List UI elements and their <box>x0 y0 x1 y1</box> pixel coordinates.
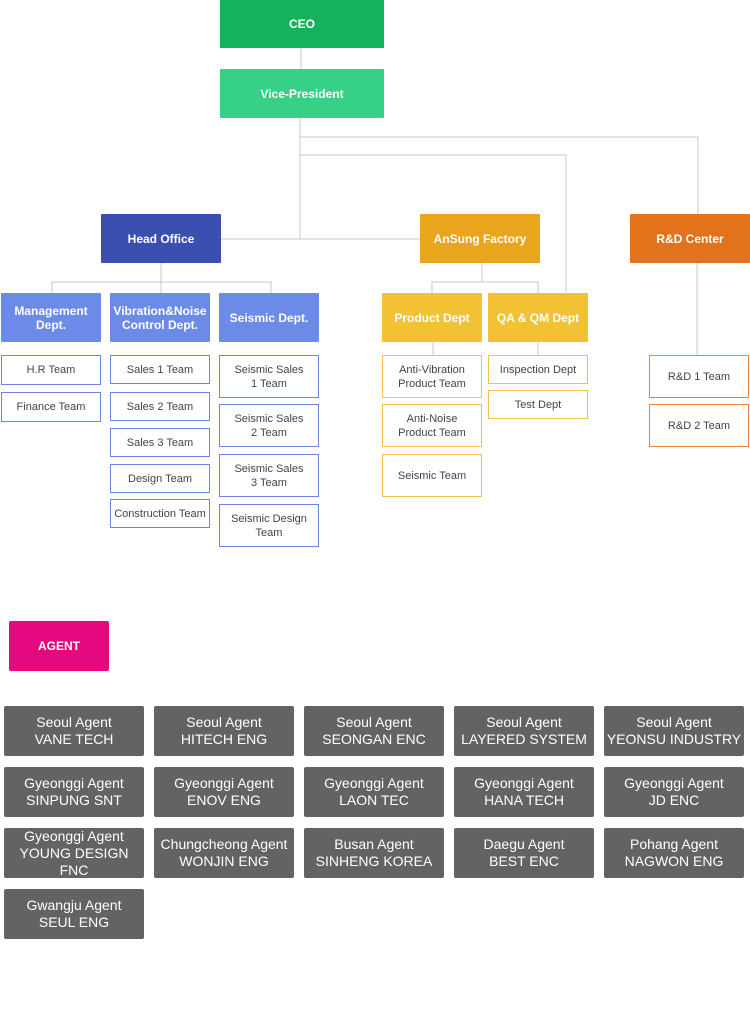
team-inspection: Inspection Dept <box>488 355 588 384</box>
team-seismic-design: Seismic Design Team <box>219 504 319 547</box>
agent-company: HANA TECH <box>484 792 564 808</box>
team-anti-vibration: Anti-Vibration Product Team <box>382 355 482 398</box>
ceo-box: CEO <box>220 0 384 48</box>
agent-company: VANE TECH <box>34 731 114 747</box>
agent-region: Gyeonggi Agent <box>24 775 124 791</box>
agent-company: NAGWON ENG <box>624 853 724 869</box>
agent-company: SINPUNG SNT <box>26 792 122 808</box>
agent-region: Seoul Agent <box>336 714 412 730</box>
seismic-dept-box: Seismic Dept. <box>219 293 319 342</box>
agent-region: Daegu Agent <box>483 836 565 852</box>
team-construction: Construction Team <box>110 499 210 528</box>
agent-company: SEUL ENG <box>38 914 110 930</box>
agent-company: HITECH ENG <box>180 731 268 747</box>
agent-region: Gyeonggi Agent <box>624 775 724 791</box>
agent-company: JD ENC <box>648 792 700 808</box>
vice-president-box: Vice-President <box>220 69 384 118</box>
agent-company: SINHENG KOREA <box>315 853 433 869</box>
agent-region: Chungcheong Agent <box>160 836 288 852</box>
team-seismic-product: Seismic Team <box>382 454 482 497</box>
agent-company: YOUNG DESIGN FNC <box>19 844 129 878</box>
team-seismic-sales-1: Seismic Sales 1 Team <box>219 355 319 398</box>
product-dept-box: Product Dept <box>382 293 482 342</box>
agent-company: ENOV ENG <box>187 792 261 808</box>
management-dept-box: Management Dept. <box>1 293 101 342</box>
ansung-factory-box: AnSung Factory <box>420 214 540 263</box>
agent-region: Gyeonggi Agent <box>324 775 424 791</box>
agent-region: Seoul Agent <box>486 714 562 730</box>
agent-region: Seoul Agent <box>186 714 262 730</box>
agent-company: YEONSU INDUSTRY <box>606 731 742 747</box>
agent-region: Seoul Agent <box>36 714 112 730</box>
team-sales-3: Sales 3 Team <box>110 428 210 457</box>
agent-company: SEONGAN ENC <box>322 731 426 747</box>
team-finance: Finance Team <box>1 392 101 422</box>
agent-region: Gyeonggi Agent <box>474 775 574 791</box>
team-seismic-sales-3: Seismic Sales 3 Team <box>219 454 319 497</box>
rnd-center-box: R&D Center <box>630 214 750 263</box>
vibration-noise-dept-box: Vibration&Noise Control Dept. <box>110 293 210 342</box>
agent-region: Busan Agent <box>334 836 414 852</box>
team-seismic-sales-2: Seismic Sales 2 Team <box>219 404 319 447</box>
team-sales-2: Sales 2 Team <box>110 392 210 421</box>
team-hr: H.R Team <box>1 355 101 385</box>
agent-company: LAON TEC <box>339 792 409 808</box>
agent-region: Gyeonggi Agent <box>24 827 124 844</box>
agent-company: LAYERED SYSTEM <box>461 731 587 747</box>
team-test: Test Dept <box>488 390 588 419</box>
qa-qm-dept-box: QA & QM Dept <box>488 293 588 342</box>
team-rnd-2: R&D 2 Team <box>649 404 749 447</box>
team-sales-1: Sales 1 Team <box>110 355 210 384</box>
team-design: Design Team <box>110 464 210 493</box>
agent-company: WONJIN ENG <box>179 853 269 869</box>
agent-label: AGENT <box>9 621 109 671</box>
agent-region: Seoul Agent <box>636 714 712 730</box>
agent-region: Pohang Agent <box>630 836 718 852</box>
team-anti-noise: Anti-Noise Product Team <box>382 404 482 447</box>
team-rnd-1: R&D 1 Team <box>649 355 749 398</box>
head-office-box: Head Office <box>101 214 221 263</box>
agent-company: BEST ENC <box>489 853 559 869</box>
agent-region: Gwangju Agent <box>26 897 122 913</box>
agent-region: Gyeonggi Agent <box>174 775 274 791</box>
